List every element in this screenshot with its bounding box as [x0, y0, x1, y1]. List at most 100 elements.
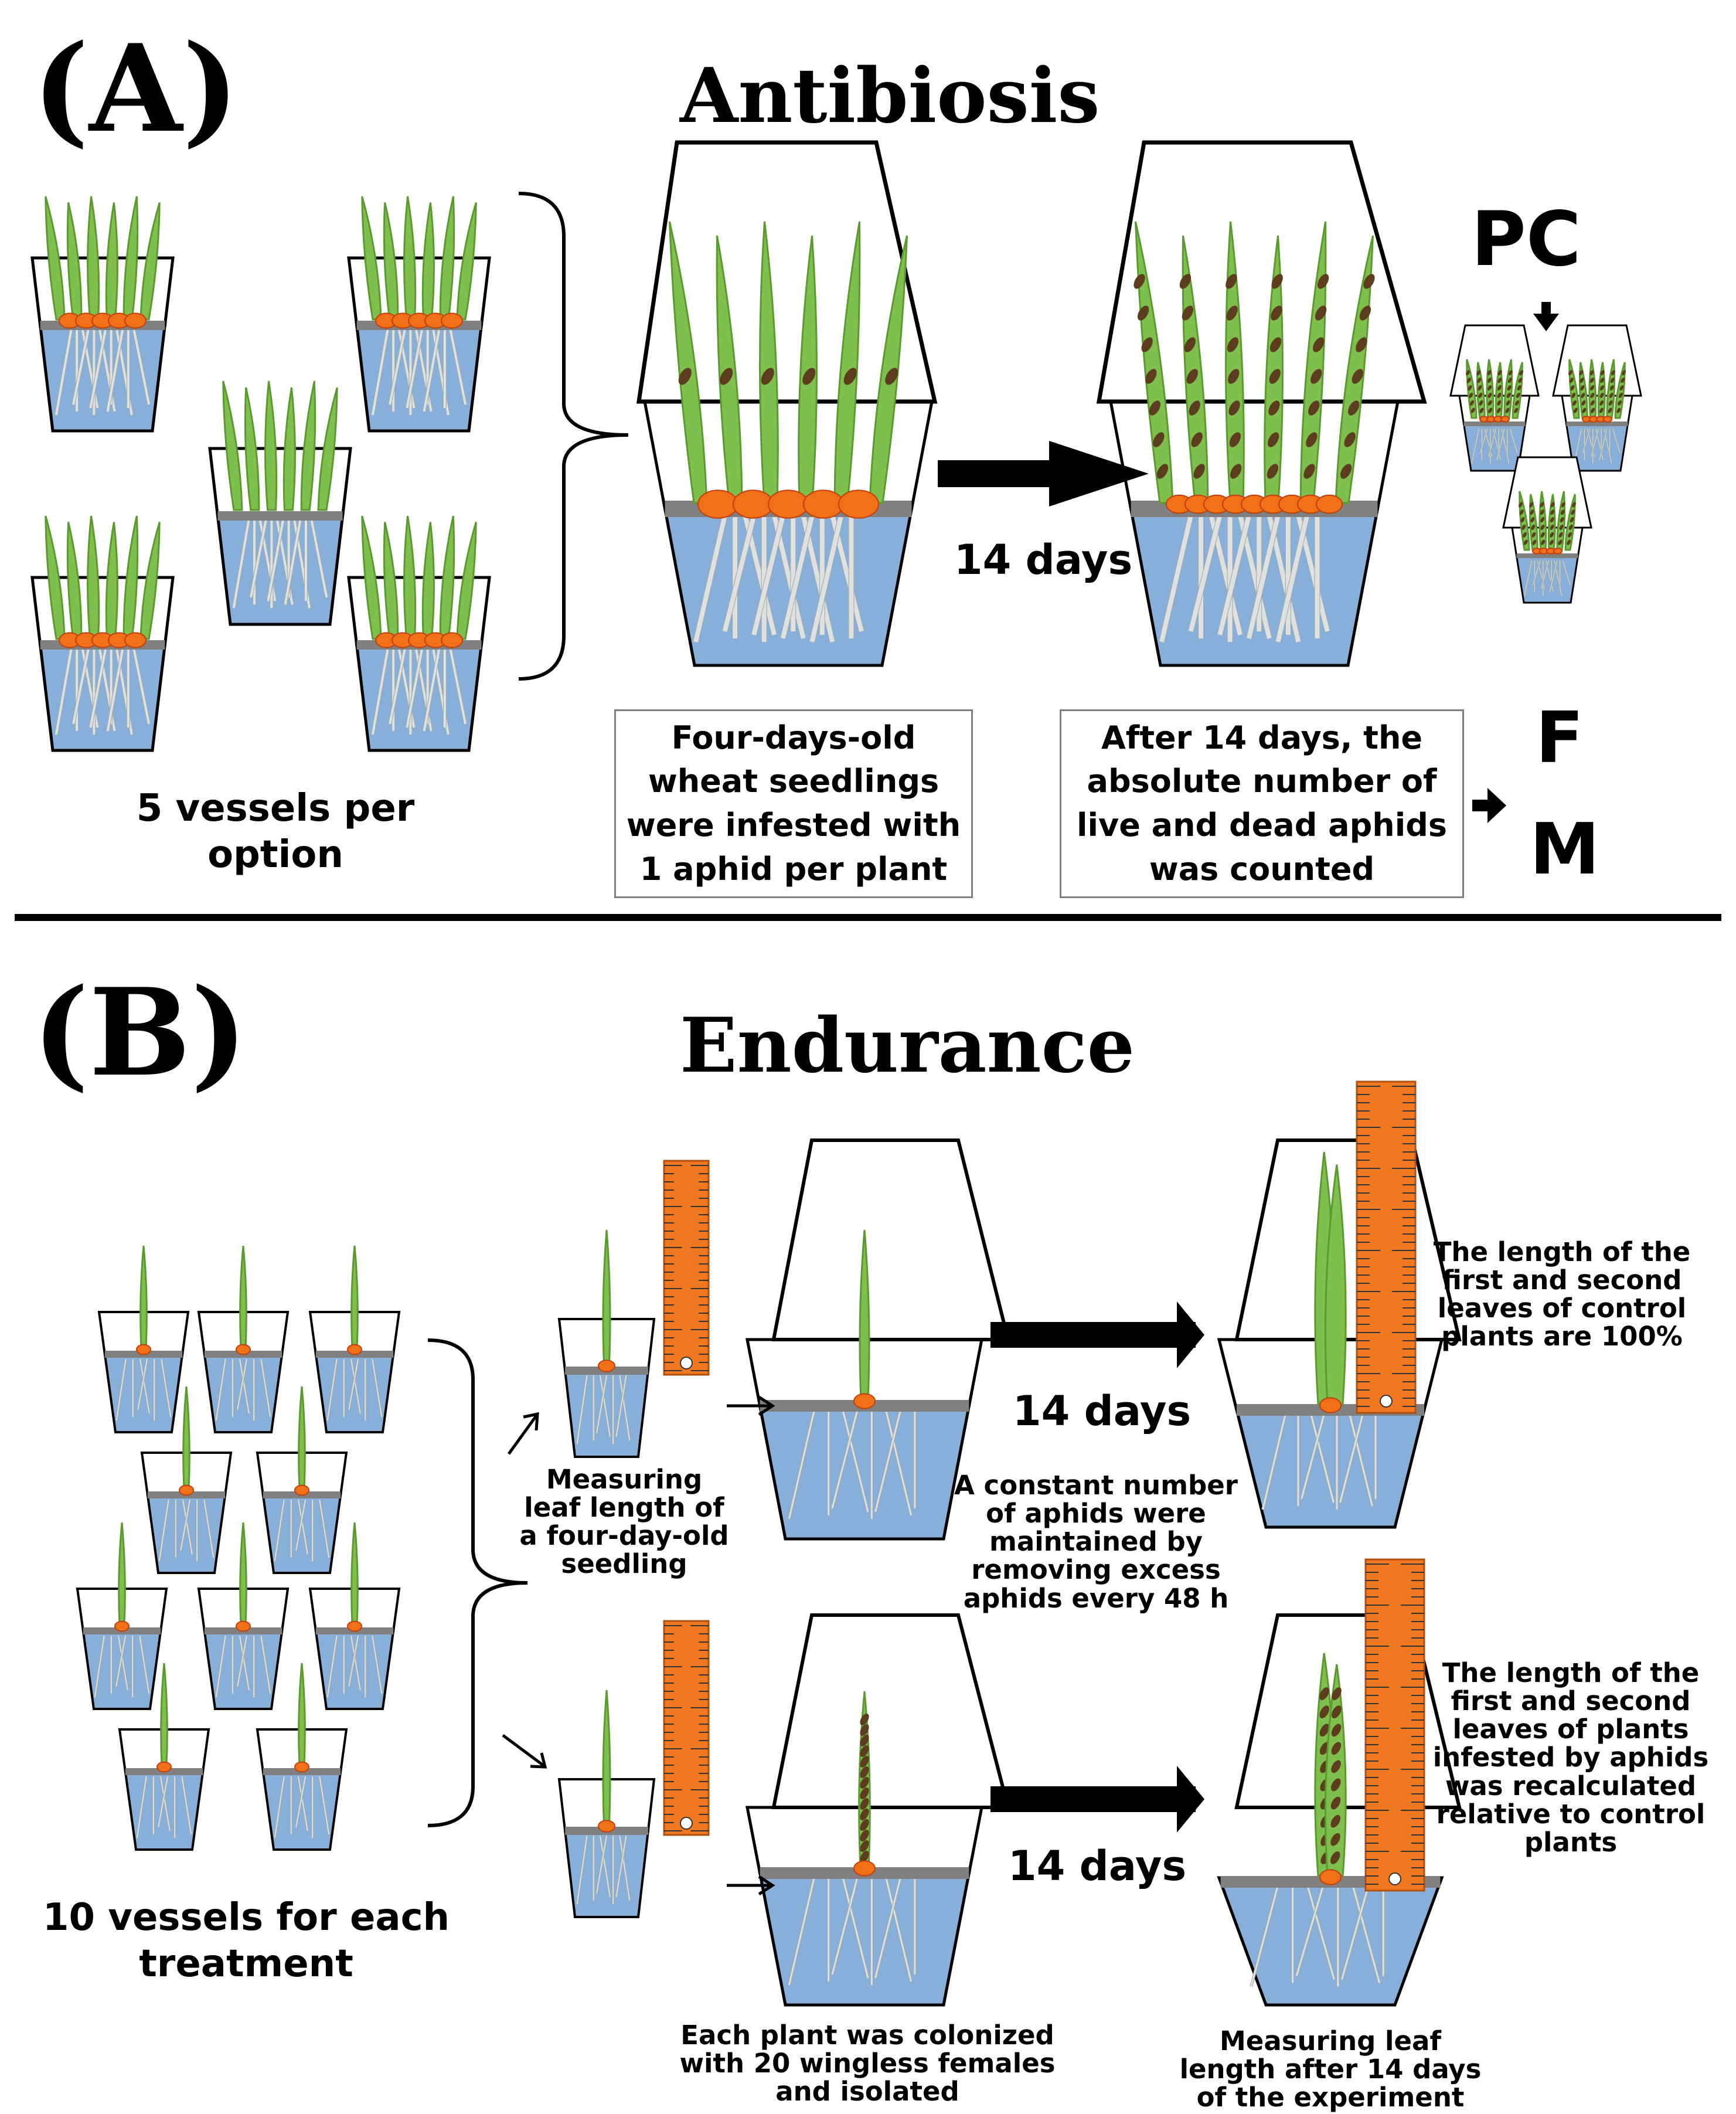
- arrow-pc-down: [1533, 302, 1559, 331]
- seed: [853, 1860, 876, 1877]
- aphid: [1271, 274, 1283, 289]
- leaf: [239, 1522, 247, 1626]
- panel-b-colonized-note: Each plant was colonized with 20 wingles…: [662, 2021, 1073, 2106]
- leaf: [139, 202, 161, 321]
- root: [1188, 513, 1223, 632]
- aphid: [1268, 400, 1280, 416]
- aphid: [1599, 392, 1604, 398]
- aphid: [1559, 524, 1564, 530]
- leaf: [403, 196, 417, 321]
- leaf: [759, 221, 779, 504]
- root: [274, 1499, 285, 1562]
- root: [1217, 513, 1252, 635]
- root: [136, 1776, 147, 1838]
- mesh: [1566, 422, 1628, 426]
- seed: [156, 1761, 172, 1773]
- leaves: [669, 221, 908, 504]
- root: [1532, 560, 1541, 586]
- seed: [236, 1344, 251, 1355]
- b-vessel-6: [76, 1522, 168, 1710]
- b-cage-3: [1234, 1138, 1462, 1341]
- aphid: [761, 368, 774, 385]
- aphid: [1560, 517, 1564, 523]
- aphid: [1479, 407, 1484, 413]
- seed: [124, 312, 147, 329]
- root: [106, 649, 124, 732]
- root: [72, 649, 90, 725]
- leaf: [1135, 221, 1174, 504]
- note-line: plants are 100%: [1441, 1321, 1683, 1352]
- note-line: plants: [1524, 1826, 1618, 1858]
- root: [232, 520, 250, 609]
- note-line: with 20 wingless females: [679, 2048, 1056, 2079]
- aphid: [1507, 378, 1512, 383]
- cage-top: [771, 1613, 1010, 1809]
- aphid: [1497, 385, 1502, 391]
- aphid: [860, 1851, 869, 1863]
- seed: [598, 1820, 615, 1833]
- root: [406, 329, 423, 409]
- aphid: [1226, 305, 1238, 321]
- roots: [273, 1499, 331, 1562]
- aphid: [1532, 539, 1537, 545]
- leaf: [222, 380, 243, 511]
- note-line: leaves of plants: [1452, 1714, 1689, 1745]
- a-vessel-1: [30, 196, 175, 433]
- root: [161, 1358, 172, 1418]
- aphid: [1581, 392, 1585, 398]
- leaf: [298, 1663, 306, 1767]
- leaves: [602, 1690, 611, 1826]
- aphid: [1313, 337, 1325, 352]
- cage-top: [771, 1138, 1010, 1341]
- water: [124, 1770, 205, 1851]
- leaves: [139, 1245, 148, 1350]
- root: [350, 1358, 361, 1414]
- aphid: [1590, 392, 1595, 398]
- leaves: [1519, 491, 1576, 551]
- root: [406, 649, 423, 728]
- leaf: [239, 1245, 247, 1350]
- aphid: [1540, 524, 1545, 530]
- note-line: maintained by: [989, 1526, 1203, 1558]
- root: [1341, 1886, 1369, 1980]
- root: [295, 1776, 307, 1828]
- note-line: of aphids were: [986, 1498, 1206, 1530]
- panel-a-box-infestation: Four-days-old wheat seedlings were infes…: [614, 709, 973, 898]
- roots: [576, 1375, 631, 1445]
- aphid: [1519, 509, 1524, 515]
- mini-cage: [1449, 324, 1540, 397]
- root: [423, 329, 441, 412]
- mesh: [1516, 553, 1578, 558]
- panel-b-title: Endurance: [680, 1002, 1135, 1090]
- note-line: removing excess: [971, 1554, 1221, 1586]
- box1-line: wheat seedlings: [648, 763, 940, 800]
- aphid: [1519, 370, 1523, 376]
- root: [55, 649, 73, 735]
- root: [106, 329, 124, 412]
- aphid: [1609, 392, 1614, 398]
- seed: [733, 490, 774, 519]
- aphid: [1468, 385, 1472, 391]
- aphid: [1487, 400, 1492, 406]
- aphid: [860, 1724, 869, 1736]
- roots: [370, 329, 468, 416]
- water: [314, 1630, 395, 1710]
- aphid: [1611, 370, 1615, 376]
- root: [449, 649, 467, 725]
- note-line: was recalculated: [1445, 1770, 1697, 1802]
- seed: [1603, 416, 1612, 423]
- root: [1471, 428, 1480, 464]
- root: [137, 1358, 148, 1411]
- root: [1306, 1886, 1335, 1980]
- leaf: [45, 196, 66, 321]
- aphid: [860, 1840, 869, 1852]
- root: [885, 1877, 913, 1982]
- root: [599, 1835, 611, 1898]
- cage-top: [1096, 140, 1427, 404]
- note-line: first and second: [1442, 1265, 1682, 1296]
- aphid: [1471, 407, 1475, 413]
- roots: [1250, 1886, 1385, 1987]
- aphid: [1488, 407, 1493, 413]
- aphid: [1308, 400, 1320, 416]
- leaf: [139, 522, 161, 640]
